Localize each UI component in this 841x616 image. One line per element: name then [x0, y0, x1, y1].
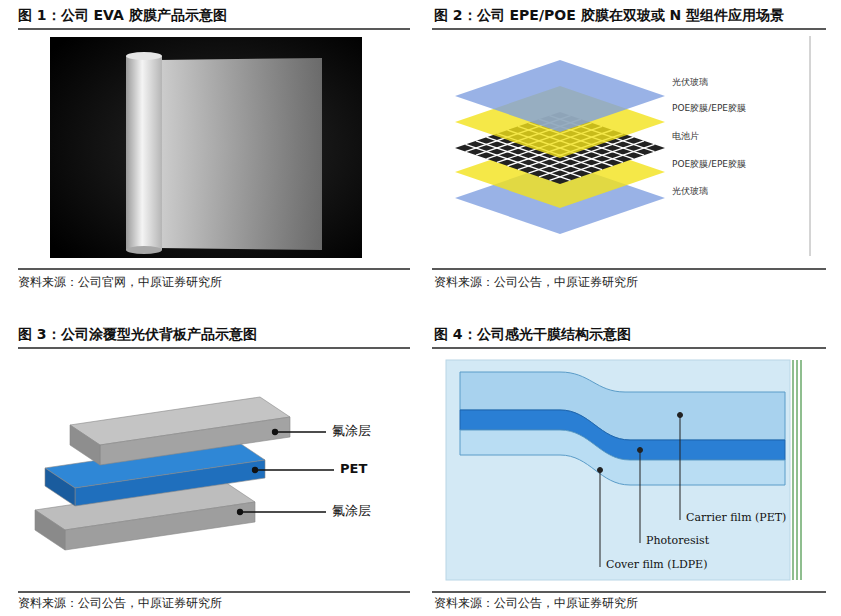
rule [18, 28, 410, 30]
leader-line [255, 469, 334, 470]
stripe [800, 360, 802, 580]
rule [432, 591, 826, 593]
fluoro-layer [35, 510, 65, 550]
part-label: Cover film (LDPE) [606, 558, 707, 572]
rule [18, 347, 410, 349]
source-note: 资料来源：公司官网，中原证券研究所 [18, 275, 222, 291]
film-roll [126, 56, 162, 250]
stripe [792, 360, 794, 580]
leader-dot [598, 468, 603, 473]
leader-line [640, 450, 641, 543]
glass-layer [455, 60, 665, 132]
panel-edge [810, 36, 811, 256]
pet-layer [75, 460, 265, 506]
source-note: 资料来源：公司公告，中原证券研究所 [434, 596, 638, 612]
dry-film-illustration [446, 360, 801, 580]
layer-label: 光伏玻璃 [672, 77, 708, 89]
layer-label: POE胶膜/EPE胶膜 [672, 159, 746, 171]
figure-title: 图 2：公司 EPE/POE 胶膜在双玻或 N 型组件应用场景 [434, 6, 784, 24]
roll-top [126, 52, 162, 60]
fluoro-layer [65, 502, 255, 550]
layer-label: 电池片 [672, 131, 699, 143]
leader-dot [273, 430, 278, 435]
figure-panel [446, 360, 790, 580]
layer-label: 光伏玻璃 [672, 186, 708, 198]
cover-film [460, 430, 785, 485]
photo-background [50, 37, 362, 258]
rules [18, 29, 826, 592]
film-sheet [158, 58, 322, 250]
fluoro-layer [100, 417, 290, 465]
source-note: 资料来源：公司公告，中原证券研究所 [434, 275, 638, 291]
stripe [796, 360, 798, 580]
layer-label: POE胶膜/EPE胶膜 [672, 103, 746, 115]
leader-dot [678, 413, 683, 418]
leader-line [240, 511, 326, 512]
source-note: 资料来源：公司公告，中原证券研究所 [18, 596, 222, 612]
leader-dot [638, 448, 643, 453]
layer-label: 氟涂层 [332, 503, 371, 520]
rule [432, 268, 826, 270]
leader-line [275, 431, 326, 432]
module-layers [455, 60, 665, 234]
leader-dot [253, 468, 258, 473]
part-label: Carrier film (PET) [686, 511, 786, 525]
leader-line [680, 415, 681, 520]
rule [18, 268, 410, 270]
leader-dot [238, 510, 243, 515]
pet-layer [45, 468, 75, 506]
figure-title: 图 1：公司 EVA 胶膜产品示意图 [18, 6, 227, 24]
backsheet-layers [35, 397, 290, 550]
leader-lines [238, 430, 335, 515]
eva-roll-photo [50, 37, 362, 258]
fluoro-layer [70, 425, 100, 465]
rule [432, 28, 826, 30]
roll-bottom [126, 246, 162, 254]
figure-title: 图 4：公司感光干膜结构示意图 [434, 325, 631, 343]
rule [18, 591, 410, 593]
figure-title: 图 3：公司涂覆型光伏背板产品示意图 [18, 325, 257, 343]
layer-label: PET [340, 461, 367, 478]
part-label: Photoresist [646, 534, 709, 548]
layer-label: 氟涂层 [332, 423, 371, 440]
rule [432, 347, 826, 349]
leader-line [600, 470, 601, 567]
